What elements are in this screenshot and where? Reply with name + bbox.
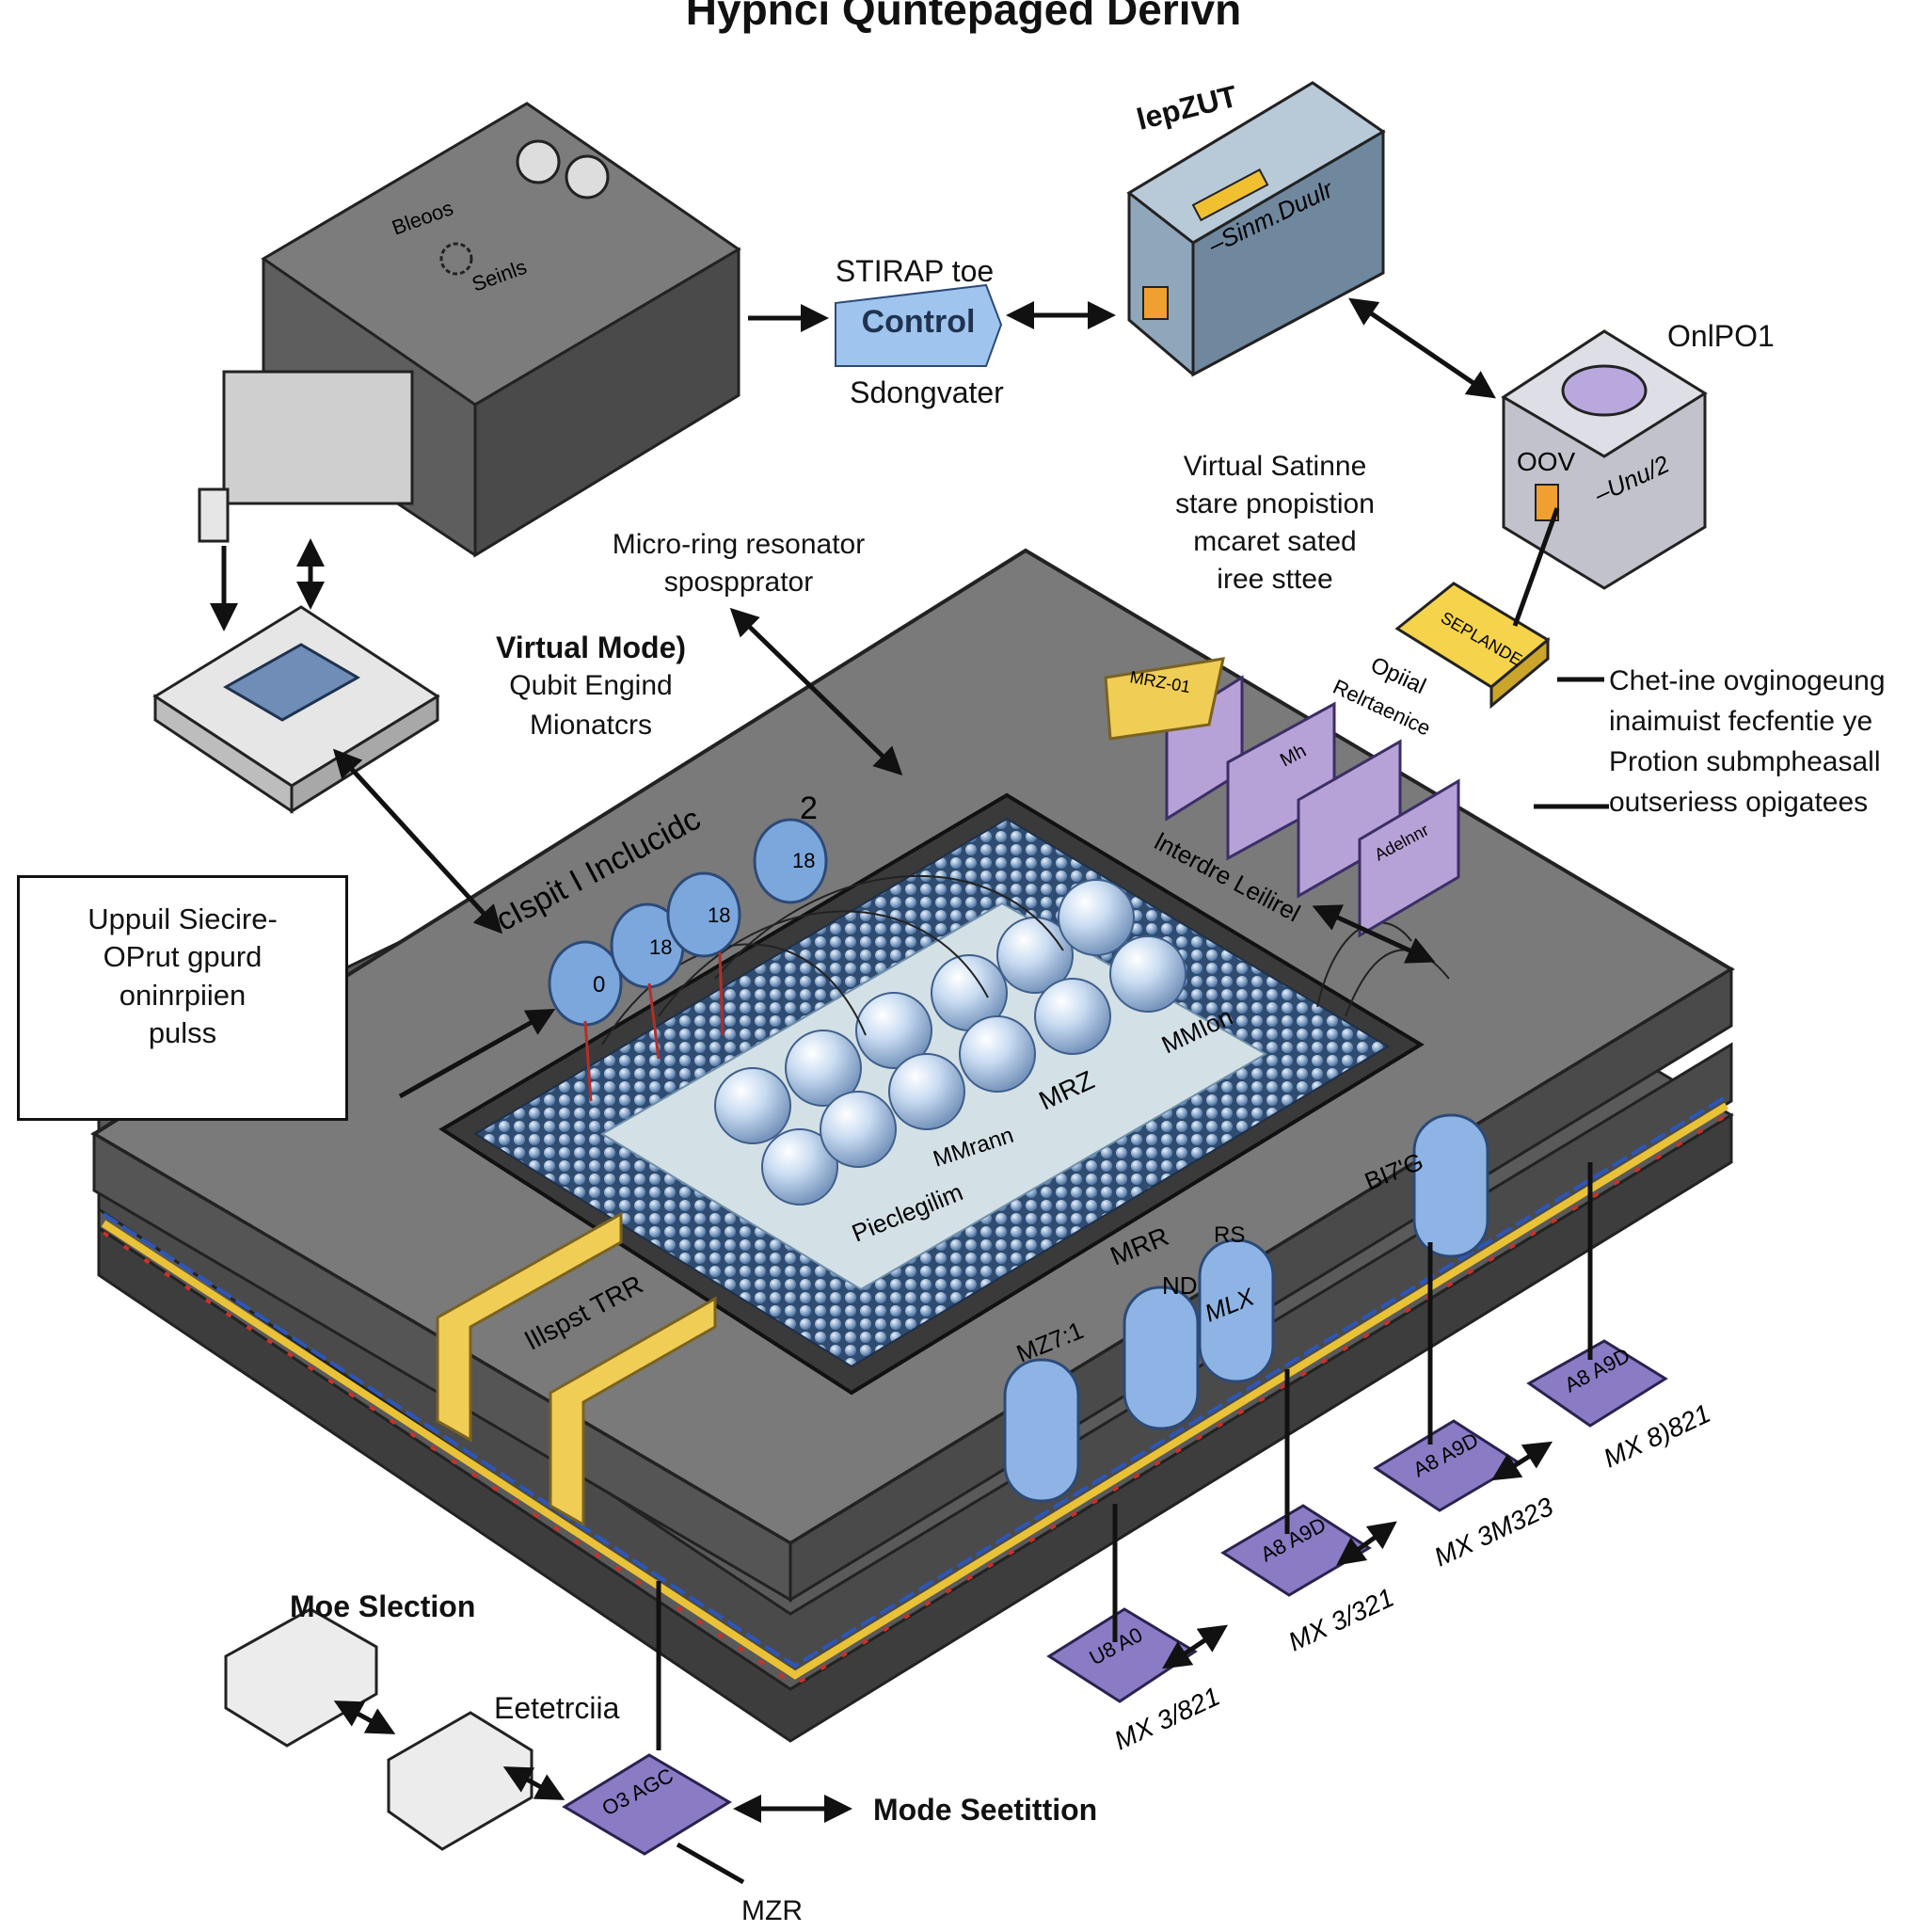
rs-label: RS	[1214, 1222, 1245, 1248]
qubit-sphere	[714, 1067, 791, 1144]
ring-resonators	[548, 818, 828, 1102]
qubit-sphere	[1109, 935, 1186, 1013]
qubit-chip	[152, 605, 440, 814]
qubit-sphere	[761, 1128, 838, 1206]
ring-label-3: 18	[792, 849, 815, 872]
ring-resonator-0	[548, 940, 623, 1102]
ring-resonator-1	[610, 902, 685, 1060]
micro-ring-label-2: spospprator	[663, 567, 814, 598]
capsule-coupler	[1198, 1238, 1275, 1383]
control-label: Control	[861, 304, 976, 340]
upput-callout: Uppuil Siecire- OPrut gpurd oninrpiien p…	[17, 875, 348, 1121]
micro-ring-label-1: Micro-ring resonator	[612, 529, 866, 560]
upput-label-1: Uppuil Siecire-	[88, 902, 278, 935]
ring-label-0: 0	[593, 972, 605, 998]
qubit-sphere	[855, 992, 932, 1069]
control-machine	[198, 102, 741, 558]
qubit-sphere	[1058, 879, 1135, 956]
virtual-state-label-3: mcaret sated	[1193, 526, 1357, 557]
qubit-sphere	[959, 1015, 1036, 1093]
virtual-mode-label-1: Virtual Mode)	[495, 631, 687, 664]
mode-selection-boxes	[224, 1607, 534, 1851]
qubit-sphere	[820, 1091, 897, 1168]
control-top-label: STIRAP toe	[835, 254, 995, 288]
platform-layer-middle	[97, 1042, 1733, 1677]
upput-label-2: OPrut gpurd	[103, 940, 263, 974]
ring-label-1: 18	[649, 935, 672, 959]
chet-label-3: Protion submpheasall	[1609, 746, 1881, 777]
virtual-mode-label-3: Mionatcrs	[529, 710, 653, 741]
platform-layer-bottom-side	[97, 1112, 1733, 1743]
qubit-sphere	[1034, 978, 1111, 1055]
ring-resonator-2	[666, 871, 741, 1036]
control-bottom-label: Sdongvater	[850, 375, 1004, 409]
diagram-title: Hypnci Quntераged Derivn	[685, 0, 1242, 34]
qubit-sphere	[785, 1030, 862, 1107]
knob-icon	[516, 139, 561, 184]
upput-label-3: oninrpiien	[119, 978, 247, 1012]
mode-seetition-label: Mode Seetittion	[873, 1793, 1098, 1827]
upput-label-4: pulss	[148, 1015, 217, 1049]
qubit-sphere	[888, 1053, 965, 1130]
virtual-state-label-4: iree sttee	[1217, 564, 1333, 595]
wiring-yellow	[101, 1102, 1729, 1680]
capsule-coupler	[1123, 1285, 1200, 1430]
mode-slection-label: Moe Slection	[290, 1589, 476, 1623]
chet-label-2: inaimuist fecfentie ye	[1609, 706, 1873, 737]
output-box-left: OOV	[1517, 447, 1576, 476]
chet-label-4: outseriess opigatees	[1609, 787, 1869, 818]
virtual-state-label-2: stare pnopistion	[1175, 488, 1375, 519]
nd-label: ND	[1162, 1271, 1198, 1300]
arrows	[210, 297, 1609, 1885]
qubit-bubble-cluster	[714, 879, 1186, 1206]
virtual-state-label-1: Virtual Satinne	[1183, 451, 1367, 482]
yellow-waveguides	[436, 1211, 717, 1527]
chet-label-1: Chet-ine ovginogeung	[1609, 665, 1886, 696]
purple-chips	[562, 1339, 1668, 1856]
gear-icon	[439, 242, 473, 276]
capsule-couplers	[1003, 1113, 1489, 1503]
inclucide-number: 2	[800, 790, 818, 826]
ring-label-2: 18	[708, 903, 730, 927]
yellow-seplande-block	[1394, 582, 1551, 710]
wiring-blue	[102, 1094, 1728, 1669]
control-button[interactable]: Control	[836, 285, 1001, 366]
control-pill-shape	[835, 283, 1003, 367]
mx-label-2: MX 3/321	[1283, 1583, 1398, 1657]
purple-chip	[562, 1753, 732, 1856]
output-label: OnlPO1	[1667, 319, 1775, 353]
mzr-bottom-label: MZR	[741, 1895, 803, 1926]
ring-resonator-3	[753, 818, 828, 904]
virtual-mode-label-2: Qubit Engind	[509, 670, 673, 701]
capsule-coupler	[1412, 1113, 1489, 1258]
purple-chip	[1526, 1339, 1668, 1428]
knob-icon	[565, 154, 610, 200]
eetetrciia-label: Eetetrciia	[494, 1691, 620, 1725]
input-module	[1126, 81, 1386, 377]
yellow-tag	[1104, 657, 1225, 741]
capsule-coupler	[1003, 1358, 1080, 1503]
